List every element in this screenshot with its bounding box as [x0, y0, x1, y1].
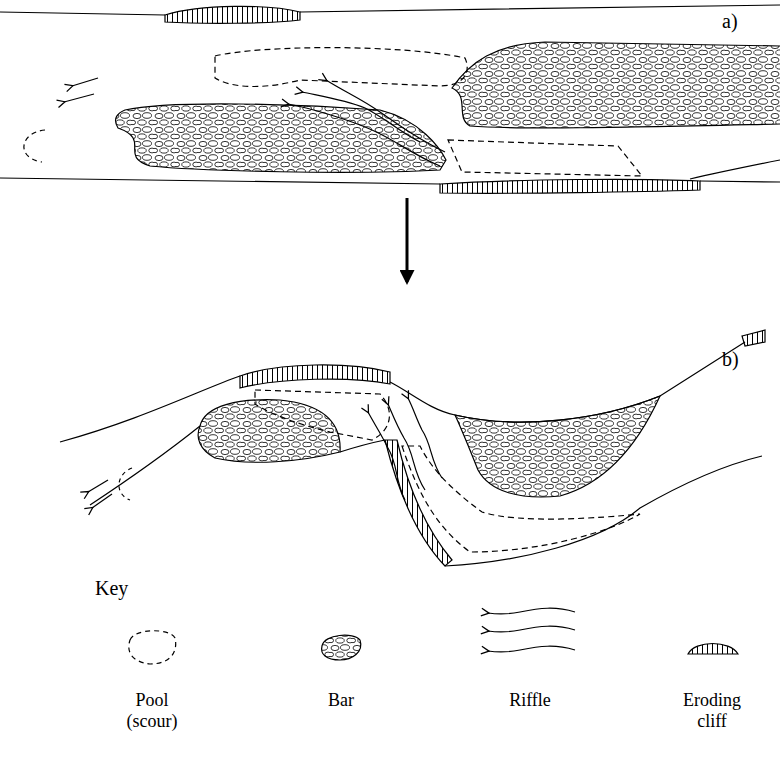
legend-text: Bar [311, 690, 371, 711]
transition-arrow [406, 198, 409, 282]
diagram-b [60, 330, 765, 566]
key-heading: Key [95, 577, 128, 600]
panel-letter: b) [722, 348, 739, 371]
cliff-sample [688, 644, 738, 655]
riffle-sample [488, 608, 575, 652]
diagram-a [0, 5, 780, 193]
bar-sample [322, 635, 361, 660]
pool-sample [129, 631, 176, 664]
legend-text: Pool (scour) [117, 690, 187, 731]
panel-letter: a) [722, 10, 738, 33]
legend-text: Riffle [495, 690, 565, 711]
key-symbols [129, 608, 738, 664]
legend-text: Eroding cliff [677, 690, 747, 731]
